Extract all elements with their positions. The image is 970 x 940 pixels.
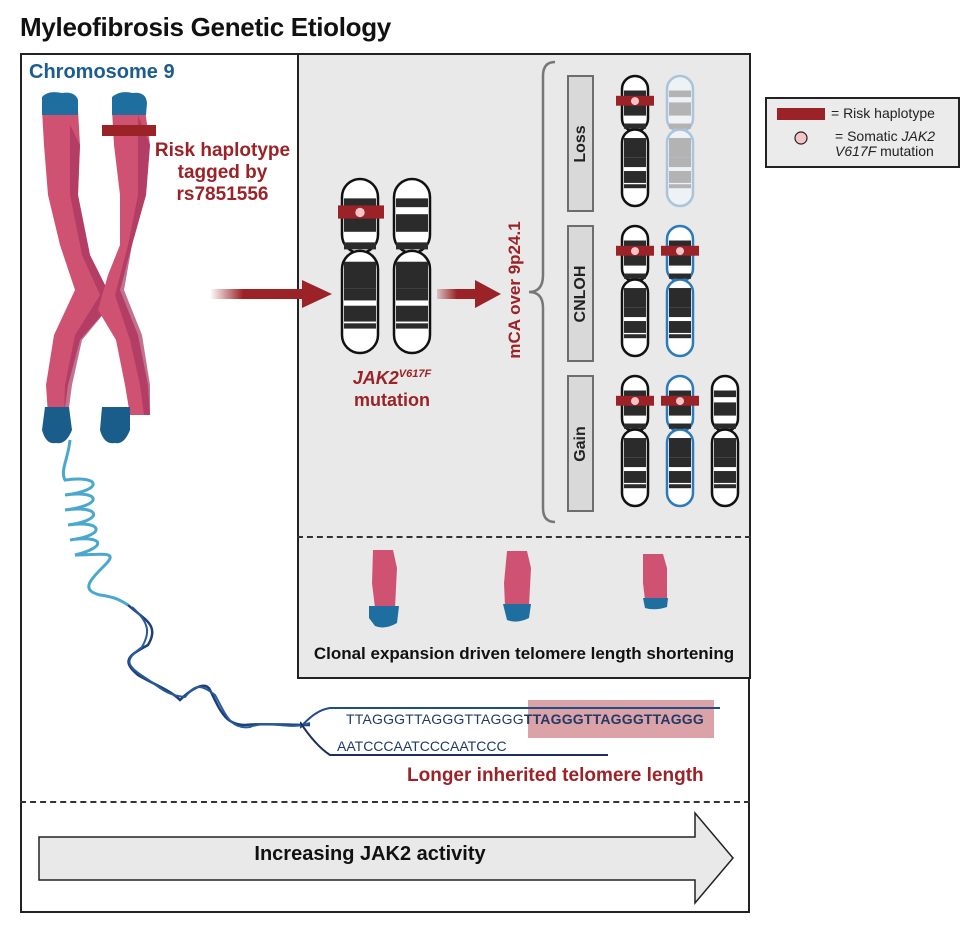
- somatic-mutation-dot: [631, 397, 639, 406]
- telomere-bottom-right: [100, 407, 130, 444]
- row-label-text: Gain: [571, 425, 589, 462]
- somatic-mutation-dot: [631, 247, 639, 256]
- telomere-short: [643, 554, 668, 610]
- sequence-highlight: [528, 700, 714, 738]
- row-label-text: CNLOH: [571, 265, 589, 322]
- telomere-shortening-series: [369, 550, 668, 628]
- somatic-mutation-dot: [355, 207, 365, 218]
- legend-risk-swatch: [777, 108, 825, 120]
- dna-helix-strand-a: [127, 604, 311, 727]
- telomere-bottom-left: [42, 407, 72, 444]
- chromosome-mutated: [338, 177, 384, 355]
- telomere-medium: [503, 551, 531, 622]
- divider-dashed-telomere: [297, 536, 751, 538]
- curly-brace: [528, 60, 556, 524]
- dna-coil: [61, 439, 129, 607]
- telomere-top-left: [42, 92, 78, 115]
- sequence-top-plain: TTAGGGTTAGGGTTAGGG: [346, 711, 524, 727]
- mca-chromosome-loss-2: [665, 74, 695, 208]
- mca-label: mCA over 9p24.1: [505, 221, 524, 359]
- risk-label-line-2: tagged by: [177, 162, 268, 183]
- risk-haplotype-label: Risk haplotype tagged by rs7851556: [150, 140, 295, 206]
- divider-dashed-bottom: [20, 801, 750, 803]
- gene-variant: V617F: [398, 368, 432, 380]
- somatic-mutation-dot: [631, 97, 639, 106]
- legend-somatic-suffix: mutation: [876, 143, 934, 159]
- legend-somatic-variant: V617F: [835, 143, 877, 159]
- legend-risk-label: = Risk haplotype: [831, 105, 935, 121]
- arrow-to-mca: [437, 280, 501, 308]
- increasing-arrow: [38, 810, 734, 905]
- sequence-top: TTAGGGTTAGGGTTAGGGTTAGGGTTAGGGTTAGGG: [346, 711, 704, 727]
- mutated-chromosome-pair: [338, 177, 432, 355]
- sequence-top-highlight: TTAGGGTTAGGGTTAGGG: [523, 711, 704, 727]
- mca-chromosomes: [616, 74, 740, 508]
- chromatid-right: [98, 110, 150, 415]
- risk-label-line-1: Risk haplotype: [154, 140, 291, 161]
- mca-chromosome-loss-1: [616, 74, 654, 208]
- mca-chromosome-gain-3: [710, 374, 740, 508]
- row-label-gain: Gain: [567, 375, 594, 512]
- sequence-strands: [300, 700, 720, 756]
- jak2-mutation-label: JAK2V617F mutation: [322, 363, 462, 411]
- longer-telomere-label: Longer inherited telomere length: [407, 765, 704, 786]
- mca-chromosome-cnloh-1: [616, 224, 654, 358]
- mca-chromosome-gain-2: [661, 374, 699, 508]
- strand-bottom-line: [300, 721, 608, 756]
- risk-label-line-3: rs7851556: [176, 184, 269, 205]
- figure-title: Myleofibrosis Genetic Etiology: [20, 12, 391, 42]
- mca-chromosome-gain-1: [616, 374, 654, 508]
- legend: = Risk haplotype = Somatic JAK2 V617F mu…: [765, 97, 960, 168]
- somatic-mutation-dot: [676, 397, 684, 406]
- row-label-text: Loss: [571, 124, 589, 163]
- somatic-mutation-dot: [676, 247, 684, 256]
- increasing-jak2-label: Increasing JAK2 activity: [254, 843, 486, 865]
- chromosome-normal: [392, 177, 432, 355]
- chromatid-left: [42, 110, 115, 415]
- mutation-word: mutation: [354, 390, 430, 410]
- telomere-long: [369, 550, 399, 628]
- mca-chromosome-cnloh-2: [661, 224, 699, 358]
- arrow-to-mutation: [210, 280, 332, 308]
- telomere-top-right: [112, 92, 147, 115]
- clonal-expansion-label: Clonal expansion driven telomere length …: [313, 644, 735, 663]
- legend-somatic-prefix: = Somatic: [835, 128, 902, 144]
- chromosome-label: Chromosome 9: [29, 61, 175, 83]
- legend-somatic-label: = Somatic JAK2 V617F mutation: [835, 129, 935, 159]
- chromosome-9-illustration: [42, 92, 311, 729]
- gene-name: JAK2: [352, 368, 399, 388]
- legend-somatic-gene: JAK2: [901, 128, 935, 144]
- strand-top-line: [300, 707, 720, 729]
- sequence-bottom: AATCCCAATCCCAATCCC: [337, 738, 507, 754]
- row-label-loss: Loss: [567, 75, 594, 212]
- dna-helix-strand-b: [128, 606, 311, 729]
- risk-haplotype-bar: [102, 125, 156, 136]
- legend-somatic-dot: [794, 131, 808, 145]
- row-label-cnloh: CNLOH: [567, 225, 594, 362]
